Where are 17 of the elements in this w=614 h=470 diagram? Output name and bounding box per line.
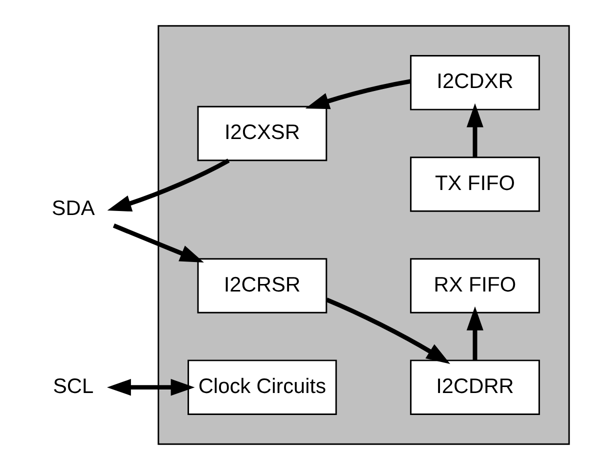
- arrow: [107, 158, 230, 212]
- node-box: RX FIFO: [410, 258, 540, 314]
- arrow: [466, 306, 484, 360]
- node-box: I2CDXR: [410, 55, 540, 110]
- node-text: SCL: [52, 374, 94, 398]
- node-box: I2CRSR: [197, 258, 328, 314]
- arrow: [106, 378, 195, 396]
- cluster: [158, 25, 570, 445]
- node-box: Clock Circuits: [188, 360, 337, 415]
- arrow: [305, 79, 411, 110]
- node-text: SDA: [52, 197, 95, 220]
- node-box: I2CDRR: [410, 360, 540, 415]
- arrow: [466, 103, 484, 158]
- node-box: I2CXSR: [197, 106, 328, 162]
- arrow: [112, 224, 204, 263]
- arrow: [326, 298, 450, 364]
- node-box: TX FIFO: [410, 156, 540, 212]
